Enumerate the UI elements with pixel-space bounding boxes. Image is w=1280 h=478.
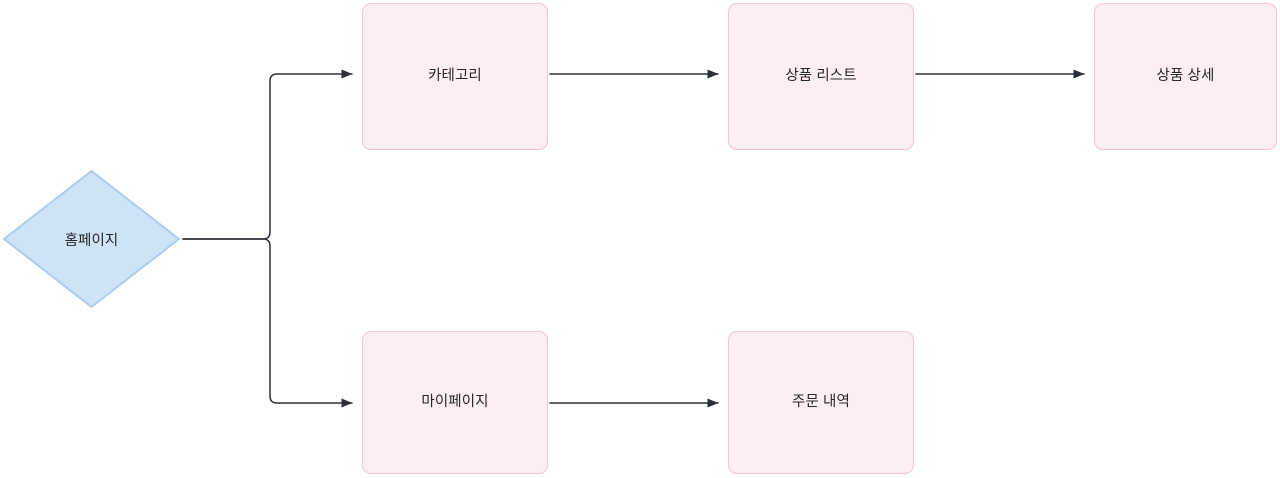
node-category[interactable]: 카테고리 <box>362 3 548 150</box>
node-product-detail[interactable]: 상품 상세 <box>1094 3 1277 150</box>
node-mypage-label: 마이페이지 <box>421 393 489 410</box>
edge-homepage-to-mypage <box>182 238 353 408</box>
node-product-list[interactable]: 상품 리스트 <box>728 3 914 150</box>
node-order-history-label: 주문 내역 <box>792 393 850 410</box>
edge-homepage-to-category <box>182 69 353 240</box>
diamond-shape <box>3 170 180 308</box>
node-mypage[interactable]: 마이페이지 <box>362 331 548 474</box>
node-order-history[interactable]: 주문 내역 <box>728 331 914 474</box>
node-homepage-label: 홈페이지 <box>64 232 119 249</box>
node-category-label: 카테고리 <box>428 67 482 84</box>
node-homepage[interactable]: 홈페이지 <box>0 167 183 311</box>
node-product-list-label: 상품 리스트 <box>785 67 857 84</box>
node-product-detail-label: 상품 상세 <box>1156 67 1215 84</box>
